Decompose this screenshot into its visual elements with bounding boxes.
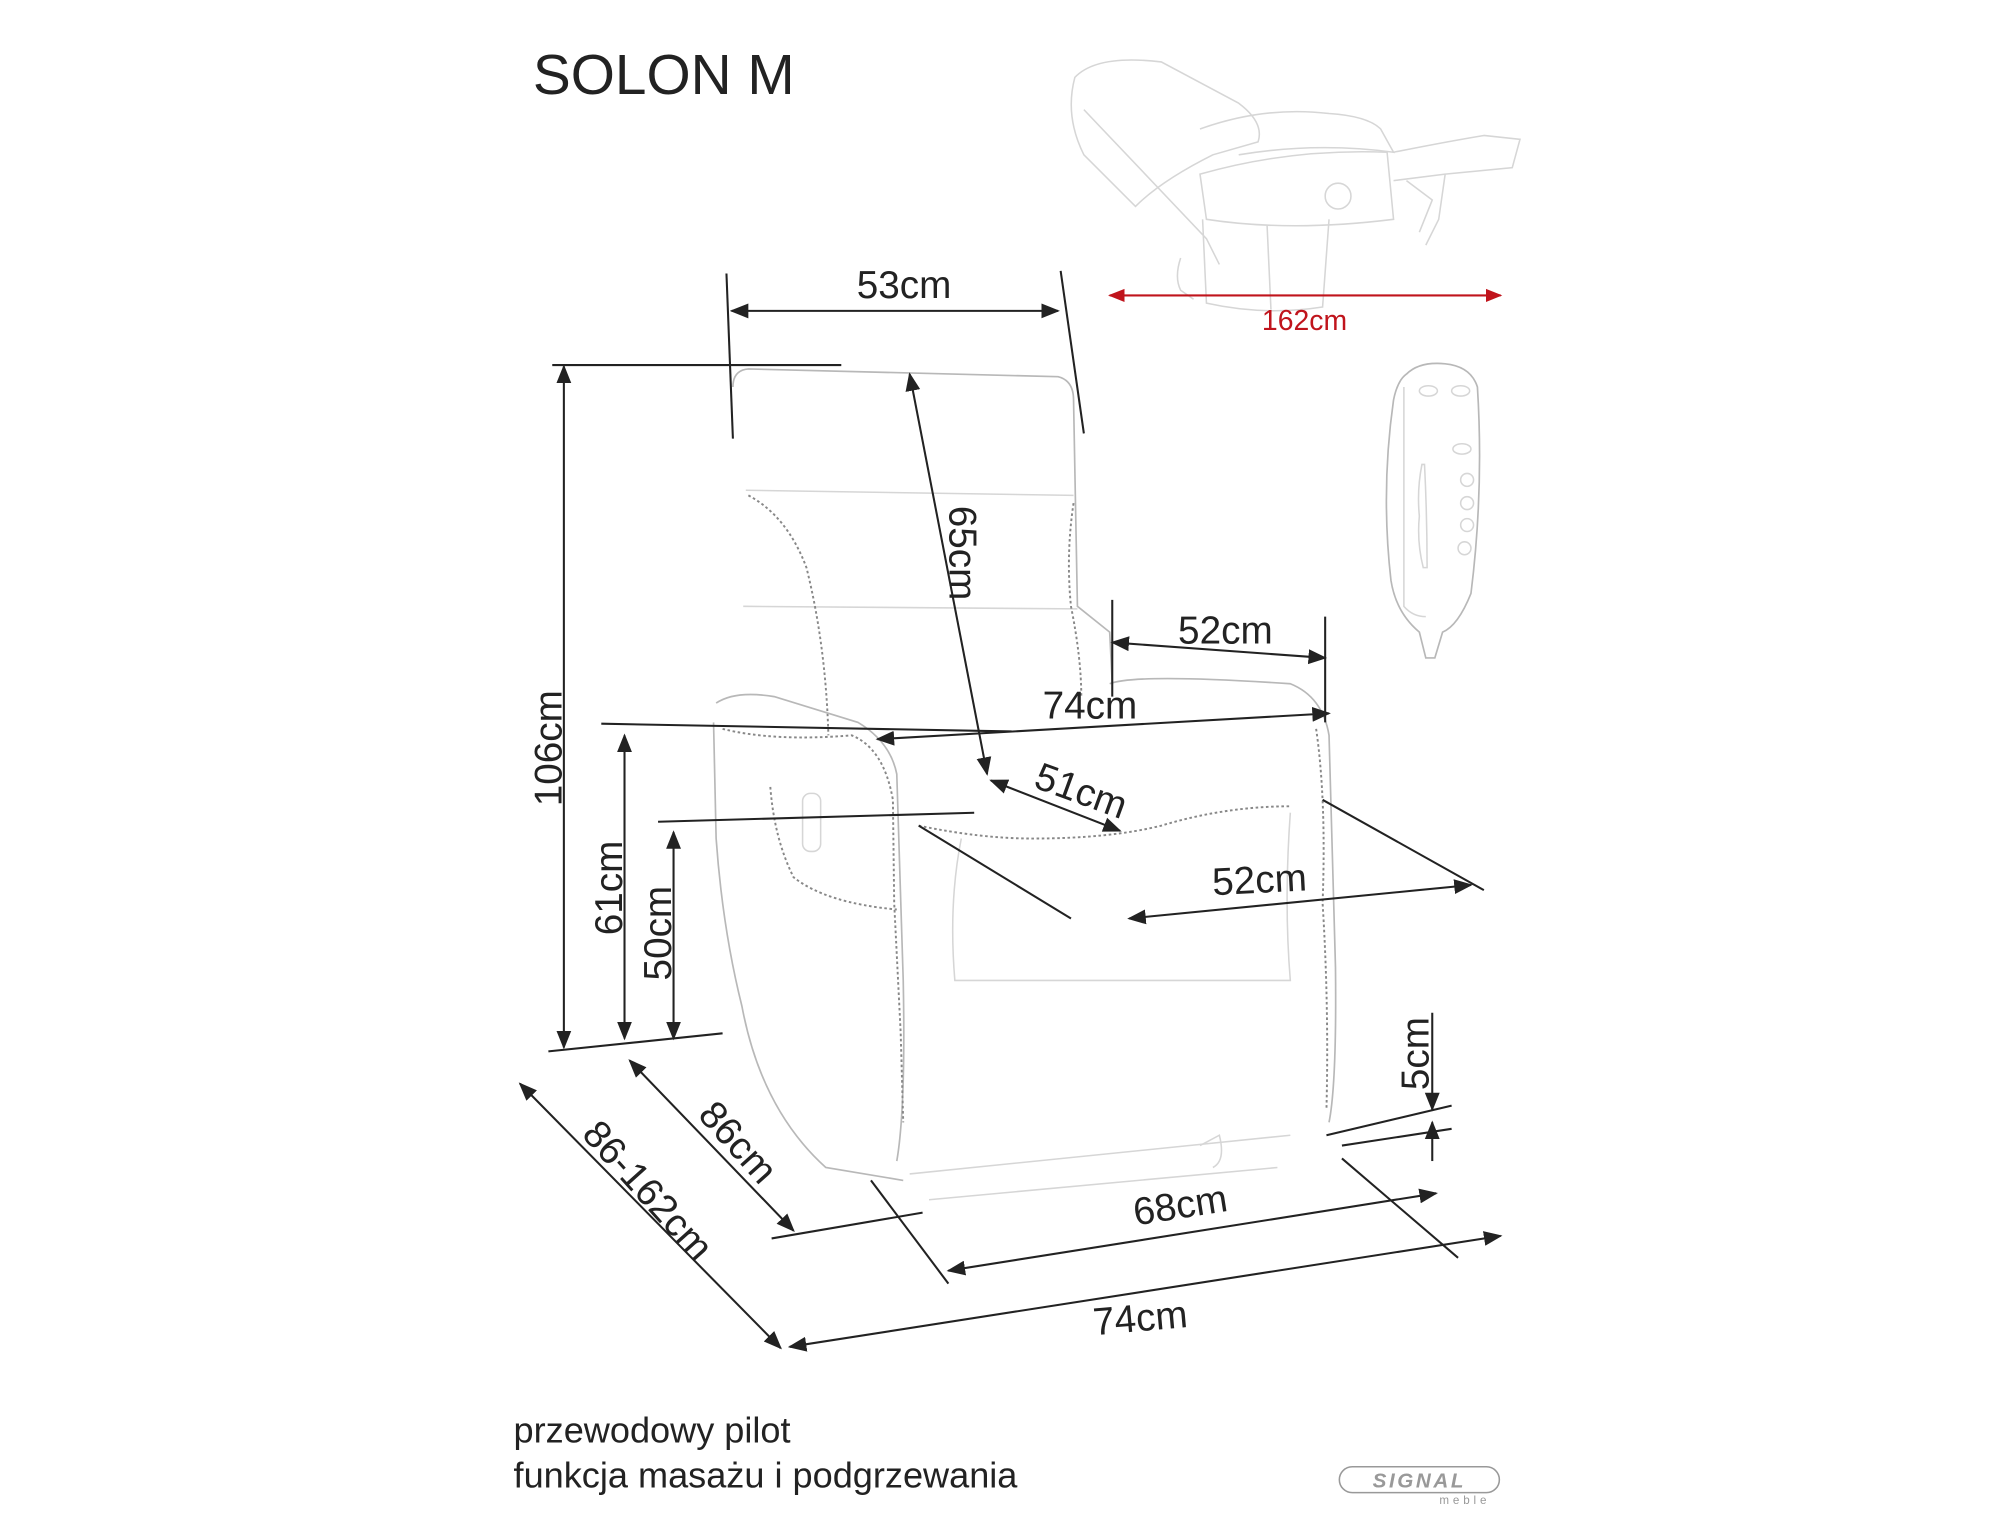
arm-width-label: 74cm (1043, 685, 1138, 728)
seat-width-label: 52cm (1211, 856, 1308, 904)
inner-width-label: 52cm (1178, 610, 1273, 653)
depth-label: 86cm (690, 1093, 785, 1192)
seat-depth-arrow (989, 779, 1122, 832)
reclined-length-label: 162cm (1262, 305, 1347, 337)
brand-sub: meble (1439, 1494, 1490, 1507)
armrest-height-label: 61cm (588, 841, 631, 936)
brand-name: SIGNAL (1373, 1469, 1466, 1492)
inner-width-arrow (1110, 636, 1328, 665)
seat-depth-label: 51cm (1029, 755, 1133, 828)
seat-height-label: 50cm (637, 886, 680, 981)
remote-control-icon (1385, 362, 1481, 659)
brand-logo: SIGNAL meble (1338, 1466, 1501, 1507)
feature-remote: przewodowy pilot (514, 1409, 791, 1450)
base-width-label: 68cm (1130, 1177, 1230, 1234)
total-height-label: 106cm (527, 690, 570, 806)
reclined-chair-illustration (1070, 59, 1521, 312)
product-title: SOLON M (533, 44, 795, 107)
ground-clearance-label: 5cm (1394, 1017, 1437, 1090)
total-width-arrow (787, 1231, 1503, 1352)
arm-width-arrow (875, 706, 1331, 746)
reclined-depth-label: 86-162cm (574, 1112, 721, 1269)
total-width-label: 74cm (1091, 1293, 1189, 1344)
seat-width-arrow (1127, 879, 1473, 925)
reclined-depth-arrow (518, 1082, 782, 1350)
chair-illustration (712, 368, 1337, 1201)
backrest-width-label: 53cm (857, 264, 952, 307)
feature-massage-heating: funkcja masażu i podgrzewania (514, 1454, 1019, 1495)
backrest-height-label: 65cm (941, 506, 984, 601)
